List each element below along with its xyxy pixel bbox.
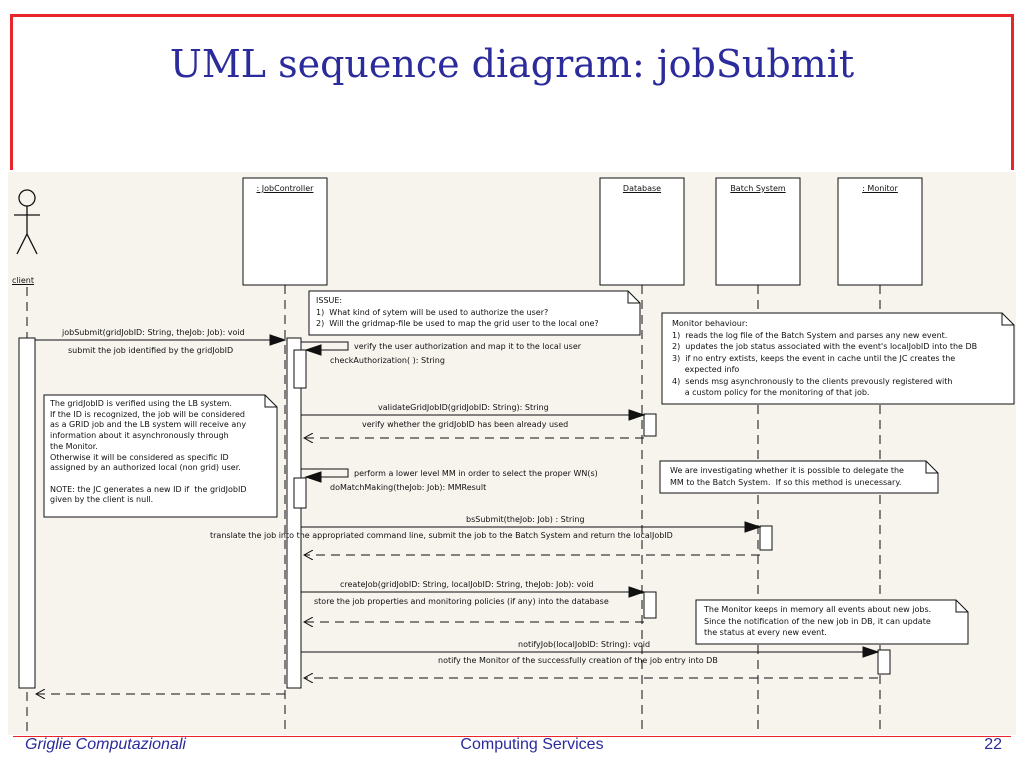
validate-message-label: validateGridJobID(gridJobID: String): St… [378, 403, 549, 412]
issue-note-shape [308, 290, 641, 336]
domatch-message-label: doMatchMaking(theJob: Job): MMResult [330, 483, 487, 492]
verify-description: verify the user authorization and map it… [354, 342, 582, 351]
client-label: client [12, 276, 34, 285]
validate-description: verify whether the gridJobID has been al… [362, 420, 569, 429]
monitor-label: : Monitor [862, 184, 898, 193]
checkauth-activation [293, 349, 307, 389]
monitor-activation [877, 649, 891, 675]
jobcontroller-lifeline-box [242, 177, 328, 286]
monitor-lifeline-box [837, 177, 923, 286]
slide-frame-top [10, 14, 1014, 17]
delegate-note: We are investigating whether it is possi… [670, 466, 904, 487]
diagram-canvas [14, 177, 1015, 732]
monitor-memory-note-shape [695, 599, 969, 645]
bssubmit-message-label: bsSubmit(theJob: Job) : String [466, 515, 585, 524]
slide-frame-right [1011, 14, 1014, 170]
domatch-activation [293, 477, 307, 509]
monitor-memory-note: The Monitor keeps in memory all events a… [704, 605, 932, 637]
batch-system-lifeline-box [715, 177, 801, 286]
sequence-diagram: client : JobController Database Batch Sy… [8, 172, 1016, 735]
createjob-description: store the job properties and monitoring … [314, 597, 609, 606]
jobsubmit-message-label: jobSubmit(gridJobID: String, theJob: Job… [62, 328, 245, 337]
client-activation-bar [18, 337, 36, 689]
delegate-note-shape [659, 460, 939, 494]
issue-note: ISSUE: 1) What kind of sytem will be use… [316, 296, 599, 328]
jobsubmit-description: submit the job identified by the gridJob… [68, 346, 234, 355]
monitor-behaviour-note: Monitor behaviour: 1) reads the log file… [672, 319, 978, 397]
mm-description: perform a lower level MM in order to sel… [354, 469, 598, 478]
batch-system-label: Batch System [730, 184, 786, 193]
footer-course: Griglie Computazionali [25, 736, 186, 753]
checkauth-self-arrow [301, 341, 349, 351]
client-actor-icon [14, 189, 40, 255]
slide-title: UML sequence diagram: jobSubmit [169, 42, 855, 86]
monitor-behaviour-note-shape [661, 312, 1015, 405]
footer-section: Computing Services [460, 736, 604, 753]
database-lifeline-box [599, 177, 685, 286]
notify-description: notify the Monitor of the successfully c… [438, 656, 718, 665]
batch-activation [759, 525, 773, 551]
gridjobid-note-shape [43, 394, 278, 518]
database-activation-2 [643, 591, 657, 619]
notify-message-label: notifyJob(localJobID: String): void [518, 640, 651, 649]
slide-frame-left [10, 14, 13, 170]
jobcontroller-activation-bar [286, 337, 302, 689]
jobcontroller-label: : JobController [256, 184, 314, 193]
database-activation-1 [643, 413, 657, 437]
bssubmit-description: translate the job into the appropriated … [210, 531, 673, 540]
gridjobid-note: The gridJobID is verified using the LB s… [50, 399, 247, 505]
footer-divider [13, 736, 1011, 737]
page-number: 22 [984, 736, 1002, 753]
createjob-message-label: createJob(gridJobID: String, localJobID:… [340, 580, 594, 589]
database-label: Database [622, 184, 662, 193]
checkauth-message-label: checkAuthorization( ): String [330, 356, 445, 365]
domatch-self-arrow [301, 468, 349, 478]
